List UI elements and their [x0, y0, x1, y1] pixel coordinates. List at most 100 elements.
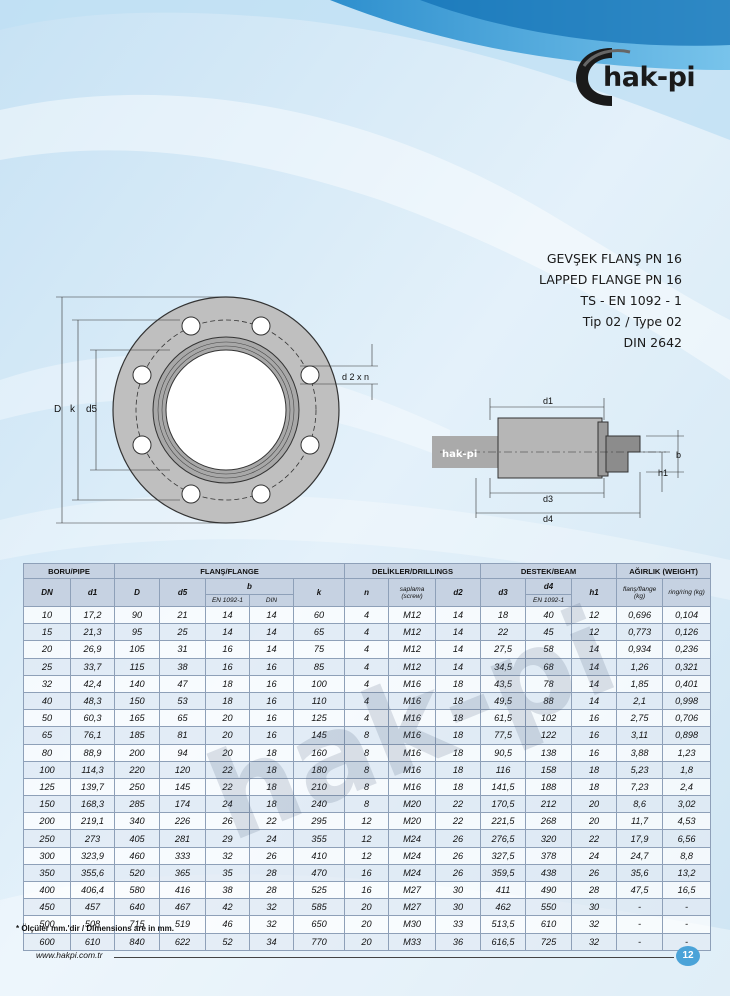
- table-cell: 18: [205, 691, 250, 711]
- table-cell: 16: [249, 709, 294, 728]
- title-standard: TS - EN 1092 - 1: [580, 293, 682, 308]
- table-cell: 15: [23, 623, 71, 642]
- brand-logo-mark: [576, 48, 631, 106]
- table-cell: 116: [480, 760, 527, 779]
- table-cell: 45: [525, 623, 573, 642]
- table-cell: 323,9: [70, 846, 115, 865]
- table-cell: M16: [388, 760, 437, 779]
- table-cell: 519: [159, 915, 206, 934]
- table-cell: 32: [249, 915, 294, 934]
- dimensions-note: * Ölçüler mm.'dir / Dimensions are in mm…: [16, 924, 174, 933]
- table-cell: 180: [292, 760, 346, 779]
- col-k: k: [292, 578, 346, 607]
- table-cell: 616,5: [480, 932, 527, 951]
- table-cell: 2,75: [616, 709, 664, 728]
- table-cell: 200: [114, 743, 160, 762]
- table-cell: 580: [114, 880, 160, 900]
- table-cell: 12: [344, 829, 390, 848]
- table-cell: M16: [388, 674, 437, 693]
- col-b-en: EN 1092-1: [205, 594, 250, 607]
- table-cell: M24: [388, 829, 437, 848]
- table-cell: 5,23: [616, 760, 664, 779]
- table-cell: 48,3: [70, 691, 115, 711]
- table-cell: 18: [571, 760, 618, 779]
- table-cell: 3,11: [616, 726, 664, 745]
- table-cell: 25: [23, 657, 71, 676]
- table-cell: 3,88: [616, 743, 664, 762]
- table-cell: 30: [435, 898, 482, 917]
- table-cell: 295: [292, 812, 346, 831]
- table-cell: 16: [344, 880, 390, 900]
- table-cell: 490: [525, 880, 573, 900]
- table-cell: M30: [388, 915, 437, 934]
- table-cell: 22: [571, 829, 618, 848]
- table-cell: 18: [435, 709, 482, 728]
- table-cell: 406,4: [70, 880, 115, 900]
- title-din: DIN 2642: [623, 335, 682, 350]
- col-d5: d5: [159, 578, 206, 607]
- table-cell: 14: [435, 657, 482, 676]
- table-cell: M12: [388, 640, 437, 659]
- brand-logo-text: hak-pi: [603, 62, 696, 93]
- label-d2xn: d 2 x n: [342, 372, 369, 382]
- table-cell: 85: [292, 657, 346, 676]
- table-cell: 24: [205, 795, 250, 814]
- table-cell: 90: [114, 605, 160, 625]
- table-cell: 520: [114, 863, 160, 883]
- table-cell: 212: [525, 795, 573, 814]
- section-view-drawing: [432, 398, 684, 518]
- col-d4-en: EN 1092-1: [525, 594, 573, 607]
- table-cell: 46: [205, 915, 250, 934]
- table-cell: 65: [292, 623, 346, 642]
- table-cell: 16: [249, 674, 294, 693]
- table-cell: 285: [114, 795, 160, 814]
- table-cell: 32: [249, 898, 294, 917]
- table-cell: 0,236: [662, 640, 712, 659]
- table-cell: 378: [525, 846, 573, 865]
- table-cell: M16: [388, 777, 437, 797]
- table-cell: 42: [205, 898, 250, 917]
- website-link[interactable]: www.hakpi.com.tr: [36, 950, 103, 960]
- table-cell: 141,5: [480, 777, 527, 797]
- table-cell: 268: [525, 812, 573, 831]
- table-cell: 18: [435, 691, 482, 711]
- table-cell: 29: [205, 829, 250, 848]
- table-cell: 10: [23, 605, 71, 625]
- table-cell: 725: [525, 932, 573, 951]
- table-cell: 0,934: [616, 640, 664, 659]
- table-cell: 31: [159, 640, 206, 659]
- col-h1: h1: [571, 578, 618, 607]
- label-d3: d3: [543, 494, 553, 504]
- table-cell: 75: [292, 640, 346, 659]
- table-cell: M12: [388, 605, 437, 625]
- table-cell: 20: [344, 898, 390, 917]
- table-cell: 12: [344, 846, 390, 865]
- table-cell: 16: [571, 726, 618, 745]
- table-cell: 18: [249, 795, 294, 814]
- table-cell: 53: [159, 691, 206, 711]
- group-drillings: DELİKLER/DRILLINGS: [344, 563, 482, 579]
- table-cell: M12: [388, 657, 437, 676]
- table-cell: 185: [114, 726, 160, 745]
- table-cell: 438: [525, 863, 573, 883]
- table-cell: -: [662, 915, 712, 934]
- table-cell: 622: [159, 932, 206, 951]
- table-cell: 14: [435, 623, 482, 642]
- table-cell: 359,5: [480, 863, 527, 883]
- table-cell: 17,2: [70, 605, 115, 625]
- table-cell: 416: [159, 880, 206, 900]
- table-cell: 17,9: [616, 829, 664, 848]
- table-cell: 88,9: [70, 743, 115, 762]
- table-cell: 18: [205, 674, 250, 693]
- table-cell: 145: [292, 726, 346, 745]
- table-cell: 68: [525, 657, 573, 676]
- table-cell: 26: [571, 863, 618, 883]
- table-cell: 276,5: [480, 829, 527, 848]
- table-cell: 18: [435, 760, 482, 779]
- table-cell: 450: [23, 898, 71, 917]
